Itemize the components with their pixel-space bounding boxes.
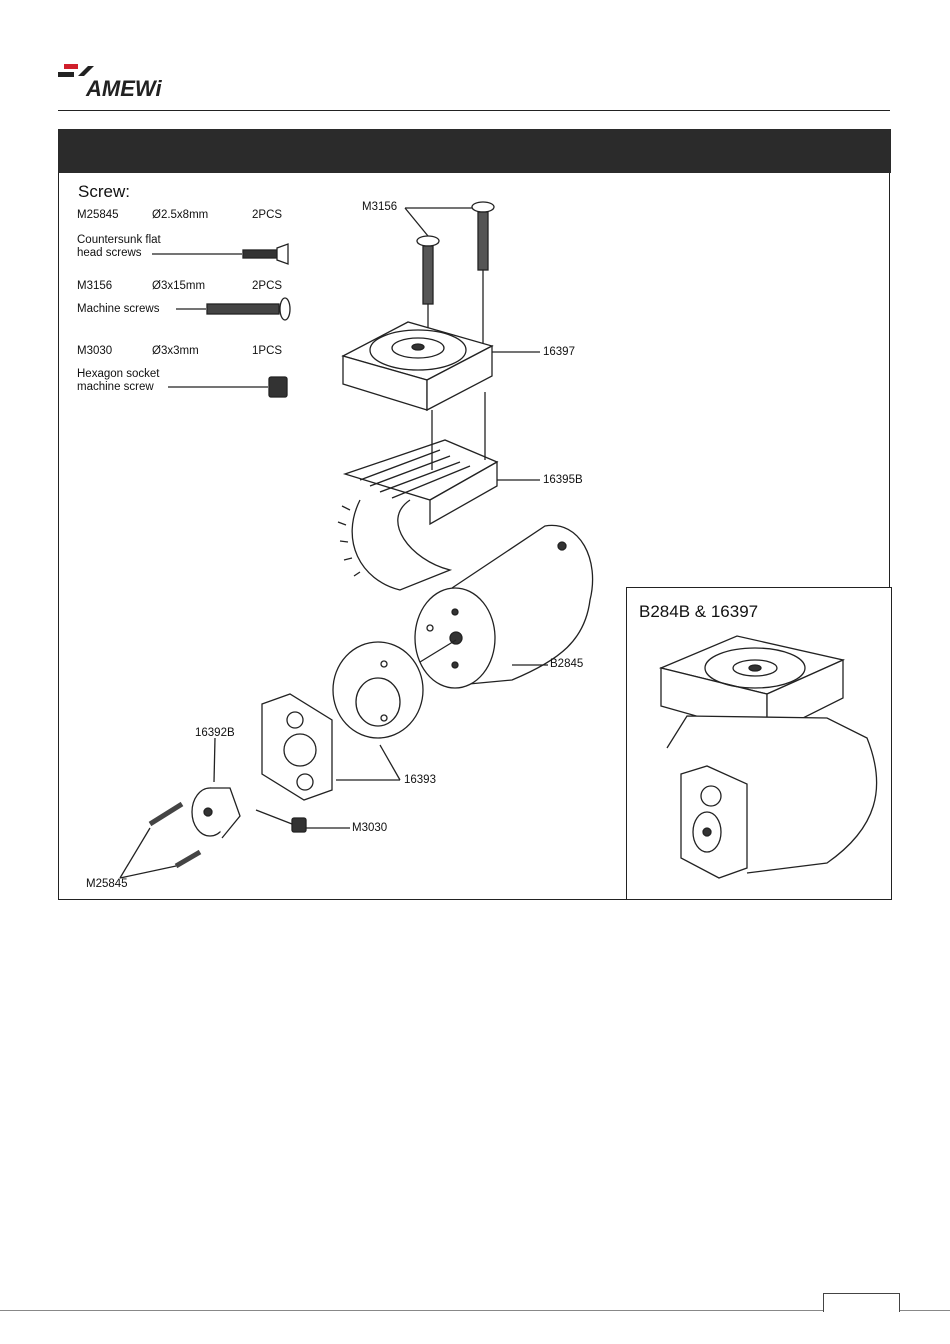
screw-desc: head screws bbox=[77, 247, 142, 260]
assembled-motor-illustration bbox=[627, 588, 893, 901]
screw-code: M25845 bbox=[77, 209, 119, 222]
callout-heatsink: 16395B bbox=[543, 474, 583, 486]
callout-setscrew: M3030 bbox=[352, 822, 387, 834]
page-number-tab bbox=[823, 1293, 900, 1312]
screw-desc: machine screw bbox=[77, 381, 154, 394]
screw-desc: Hexagon socket bbox=[77, 368, 159, 381]
section-title-bar bbox=[58, 129, 891, 173]
screw-size: Ø3x3mm bbox=[152, 345, 199, 358]
screw-qty: 2PCS bbox=[252, 280, 282, 293]
screw-qty: 2PCS bbox=[252, 209, 282, 222]
logo-text: AMEWi bbox=[85, 76, 162, 98]
screw-code: M3030 bbox=[77, 345, 112, 358]
screw-desc: Countersunk flat bbox=[77, 234, 161, 247]
footer-divider bbox=[0, 1310, 950, 1311]
callout-gear: 16392B bbox=[195, 727, 235, 739]
callout-countersunk: M25845 bbox=[86, 878, 128, 890]
screw-size: Ø2.5x8mm bbox=[152, 209, 208, 222]
brand-logo: AMEWi bbox=[58, 62, 198, 98]
callout-motor: B2845 bbox=[550, 658, 583, 670]
screw-desc: Machine screws bbox=[77, 303, 159, 316]
assembled-inset: B284B & 16397 bbox=[626, 587, 892, 900]
callout-plate: 16393 bbox=[404, 774, 436, 786]
header-divider bbox=[58, 110, 890, 111]
screw-code: M3156 bbox=[77, 280, 112, 293]
callout-fan: 16397 bbox=[543, 346, 575, 358]
callout-m3156: M3156 bbox=[362, 201, 397, 213]
screw-legend-title: Screw: bbox=[78, 182, 130, 202]
screw-size: Ø3x15mm bbox=[152, 280, 205, 293]
screw-qty: 1PCS bbox=[252, 345, 282, 358]
